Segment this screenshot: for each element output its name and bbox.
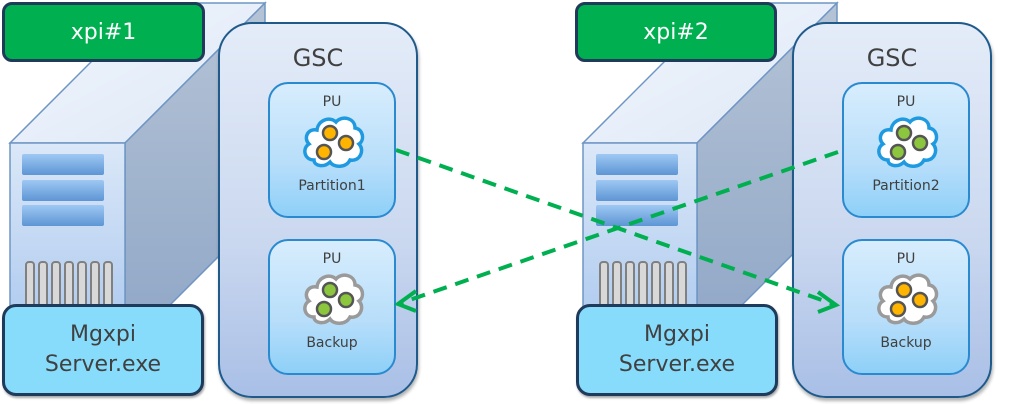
pu-title: PU: [896, 94, 916, 110]
data-cloud-icon: [303, 116, 365, 168]
process-name-line2: Server.exe: [44, 352, 162, 377]
node-label-xpi1: xpi#1: [2, 2, 205, 62]
process-box-mgxpi-server-2: Mgxpi Server.exe: [576, 304, 778, 396]
data-object-dot: [321, 124, 339, 142]
data-object-dot: [889, 143, 907, 161]
data-cloud-icon: [877, 116, 939, 168]
pu-title: PU: [322, 94, 342, 110]
data-object-dot: [911, 291, 929, 309]
gsc-container-1: GSC PU Partition1 PU Backup: [218, 22, 418, 398]
data-object-dot: [315, 300, 333, 318]
gsc-title: GSC: [866, 44, 918, 72]
data-object-dot: [895, 281, 913, 299]
process-name-line2: Server.exe: [618, 352, 736, 377]
data-object-dot: [315, 143, 333, 161]
pu-name: Backup: [880, 335, 932, 351]
process-name-line1: Mgxpi: [69, 322, 137, 347]
processing-unit-backup[interactable]: PU Backup: [268, 239, 396, 375]
process-box-mgxpi-server-1: Mgxpi Server.exe: [2, 304, 204, 396]
process-name-line1: Mgxpi: [643, 322, 711, 347]
pu-title: PU: [322, 251, 342, 267]
data-object-dot: [889, 300, 907, 318]
pu-title: PU: [896, 251, 916, 267]
data-object-dot: [337, 134, 355, 152]
pu-name: Partition2: [872, 178, 940, 194]
data-cloud-icon: [877, 273, 939, 325]
pu-name: Backup: [306, 335, 358, 351]
node-label-text: xpi#2: [643, 19, 709, 45]
pu-name: Partition1: [298, 178, 366, 194]
processing-unit-partition2[interactable]: PU Partition2: [842, 82, 970, 218]
gsc-container-2: GSC PU Partition2 PU Backup: [792, 22, 992, 398]
node-label-text: xpi#1: [70, 19, 137, 45]
processing-unit-backup[interactable]: PU Backup: [842, 239, 970, 375]
data-object-dot: [895, 124, 913, 142]
replication-arrow-partition2-to-backup1: [393, 150, 839, 313]
gsc-title: GSC: [292, 44, 344, 72]
processing-unit-partition1[interactable]: PU Partition1: [268, 82, 396, 218]
data-object-dot: [321, 281, 339, 299]
node-label-xpi2: xpi#2: [575, 2, 777, 62]
data-object-dot: [911, 134, 929, 152]
data-object-dot: [337, 291, 355, 309]
data-cloud-icon: [303, 273, 365, 325]
